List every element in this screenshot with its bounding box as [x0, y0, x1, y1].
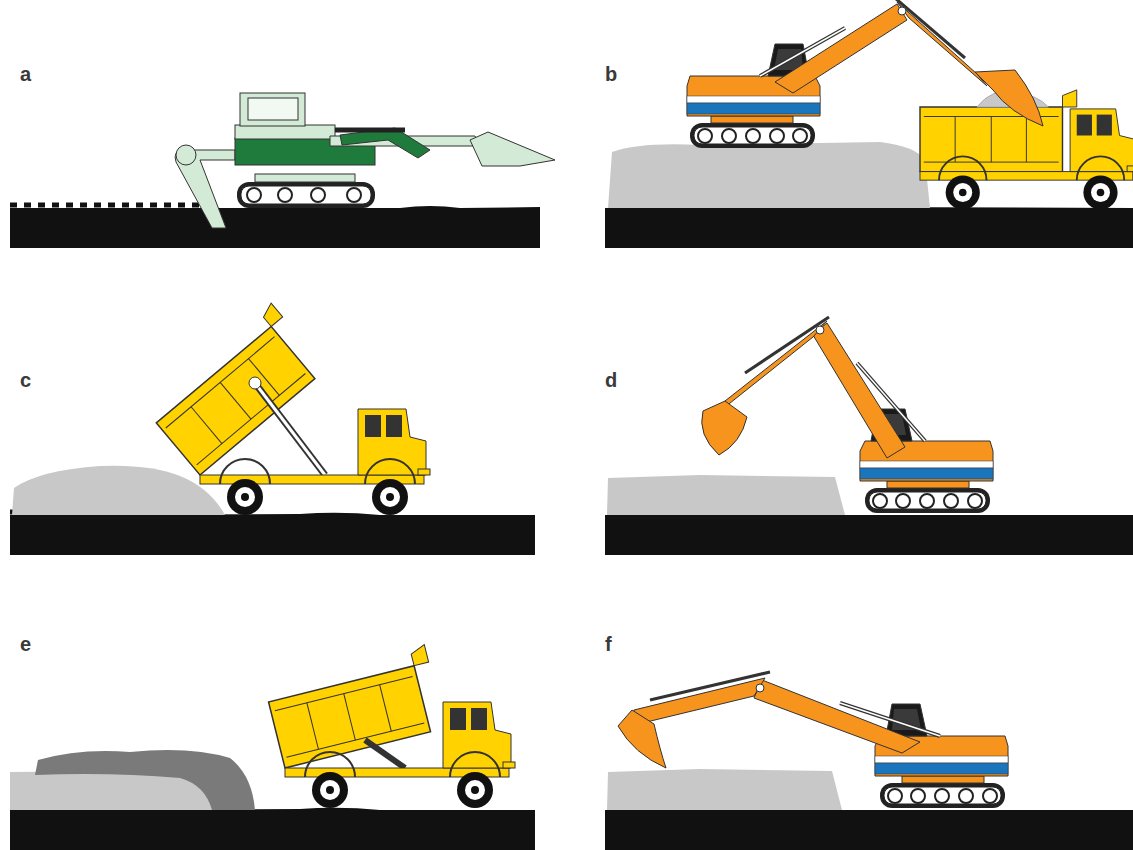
- turntable: [255, 174, 355, 182]
- excavator: [618, 672, 1008, 808]
- panel-c: [10, 303, 535, 555]
- pivot: [816, 326, 824, 334]
- panel-letter: a: [20, 64, 31, 84]
- hoist-rod: [255, 383, 325, 475]
- bucket: [975, 70, 1043, 126]
- excavator: [702, 317, 993, 513]
- ground: [605, 807, 1133, 850]
- ground: [10, 808, 535, 850]
- cylinder: [760, 28, 845, 76]
- panel-letter: f: [605, 634, 612, 654]
- ground: [605, 512, 1133, 555]
- panel-d: [605, 317, 1133, 555]
- cylinder-rod: [857, 363, 925, 441]
- hoist-cylinder: [365, 740, 405, 768]
- pivot: [756, 684, 764, 692]
- spread-layer: [607, 475, 845, 515]
- cylinder: [840, 703, 940, 736]
- boom: [775, 4, 907, 93]
- track-wheel: [247, 188, 261, 202]
- hoist-cylinder: [255, 383, 325, 475]
- cylinder: [650, 672, 770, 700]
- outrigger-joint: [176, 145, 196, 165]
- dump-truck: [145, 303, 430, 515]
- truck-chassis: [200, 409, 430, 515]
- ground: [10, 206, 540, 248]
- excavator: [687, 0, 1043, 148]
- panel-letter: c: [20, 370, 31, 390]
- cab-window: [248, 98, 298, 120]
- truck-bed: [920, 90, 1077, 172]
- new-fill: [35, 750, 255, 810]
- cab: [240, 93, 305, 126]
- track-inner: [241, 186, 371, 204]
- dump-truck: [264, 645, 515, 808]
- ground-edge: [10, 203, 200, 208]
- panel-b: [605, 0, 1133, 248]
- panel-e: [10, 645, 535, 850]
- truck-chassis: [285, 702, 515, 808]
- truck-bed: [145, 303, 327, 475]
- track-wheel: [311, 188, 325, 202]
- bucket: [618, 710, 666, 768]
- boom: [754, 680, 920, 753]
- cylinder-rod: [840, 703, 940, 736]
- arm: [715, 321, 827, 415]
- panel-a: [10, 93, 555, 248]
- bucket: [702, 401, 747, 455]
- track-wheel: [278, 188, 292, 202]
- dumped-fill: [12, 466, 225, 515]
- track: [237, 182, 375, 208]
- panel-f: [605, 672, 1133, 850]
- cylinder: [745, 317, 829, 373]
- truck-bed: [264, 645, 445, 768]
- shovel-bucket: [470, 132, 555, 166]
- panel-letter: b: [605, 64, 617, 84]
- boom: [813, 323, 905, 458]
- arm: [897, 2, 987, 86]
- cylinder: [857, 363, 925, 441]
- panel-letter: e: [20, 634, 31, 654]
- panel-letter: d: [605, 370, 617, 390]
- cylinder: [895, 0, 965, 58]
- truck-chassis: [920, 109, 1133, 210]
- ground: [605, 204, 1133, 248]
- arm: [630, 678, 765, 726]
- pivot: [249, 377, 261, 389]
- cylinder-rod: [760, 28, 845, 76]
- pivot: [898, 7, 906, 15]
- spoil-heap: [608, 142, 930, 208]
- upper-body: [235, 125, 335, 139]
- excavator-body: [687, 44, 820, 148]
- ground: [10, 513, 535, 555]
- cylinder: [335, 128, 405, 133]
- track-wheel: [347, 188, 361, 202]
- levelled-layer: [607, 769, 842, 810]
